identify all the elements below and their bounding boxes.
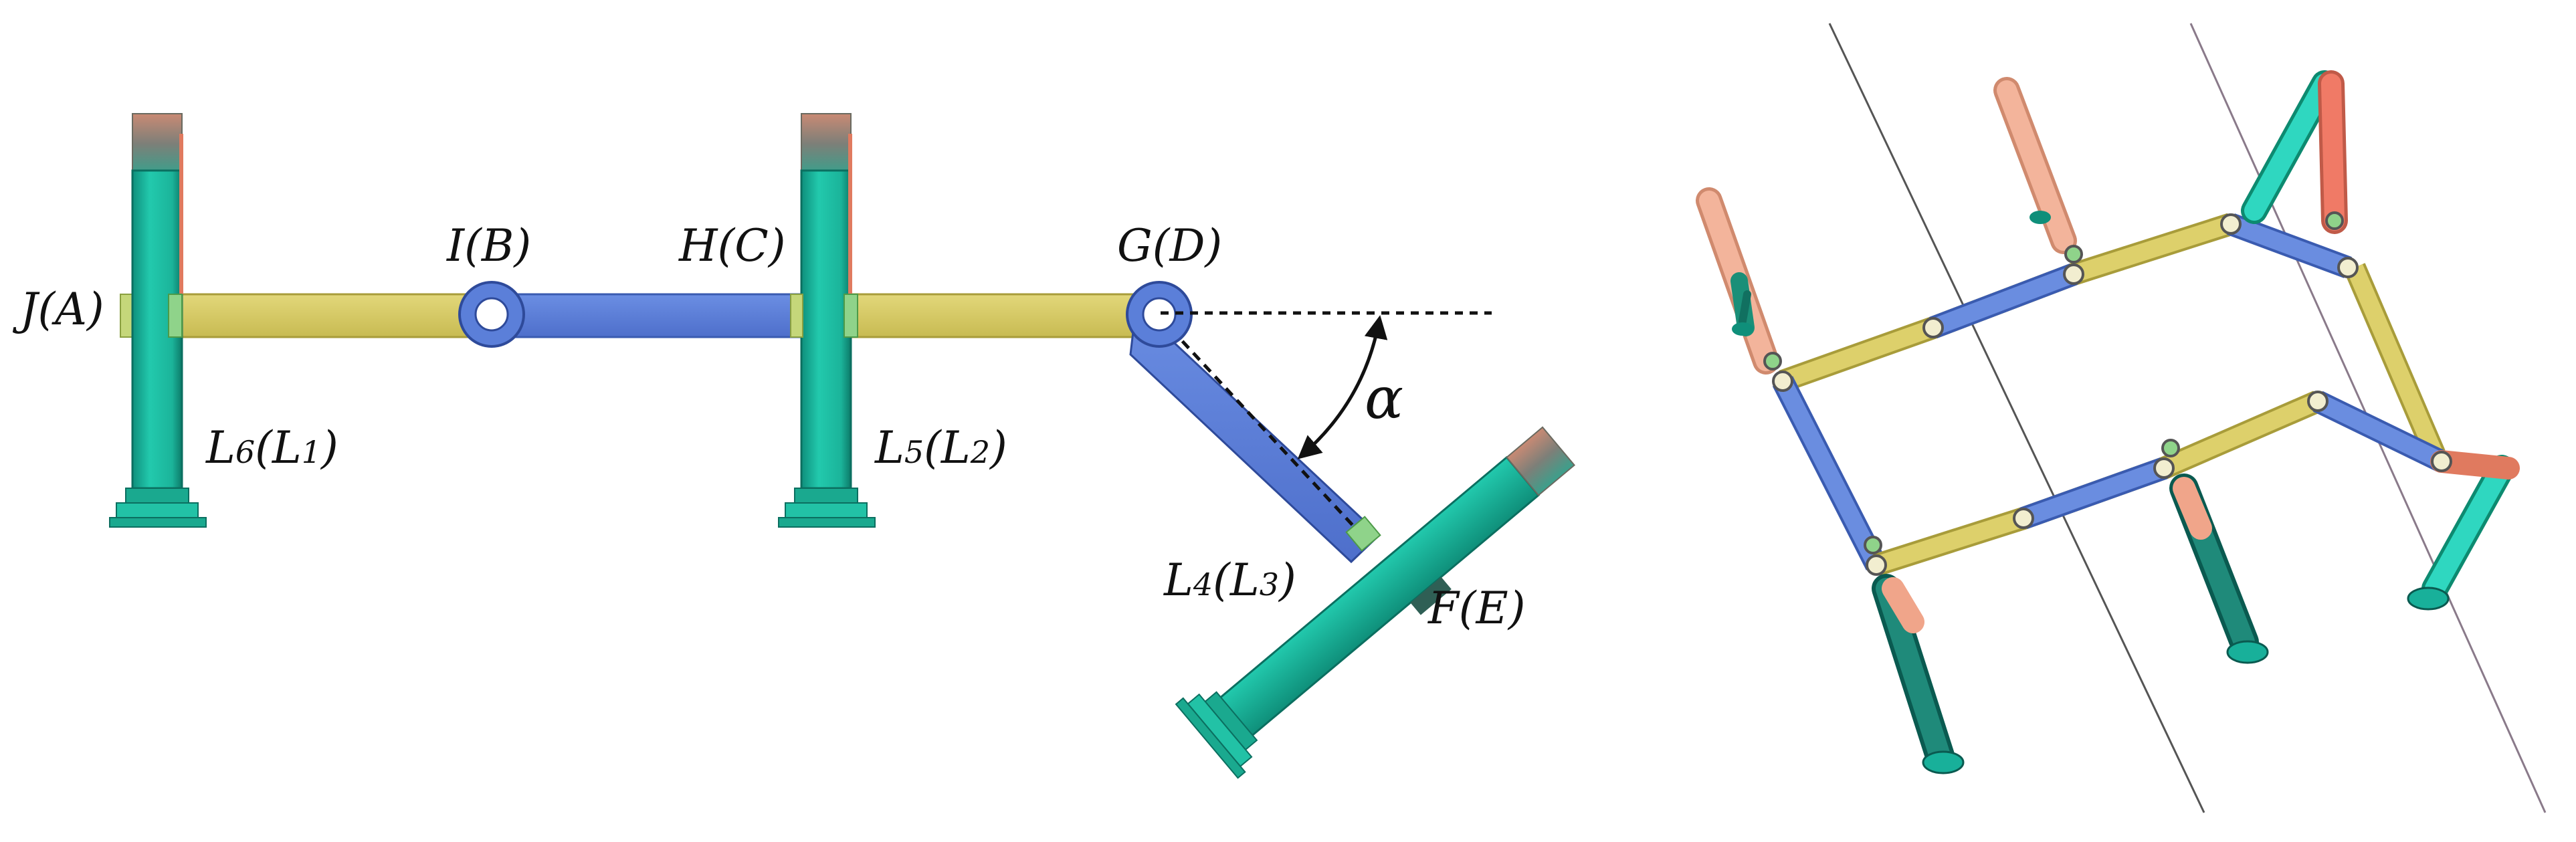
- link-B-C: [480, 293, 804, 338]
- label-A: J(A): [12, 284, 104, 335]
- link-A-B: [132, 293, 483, 338]
- link-C-D: [821, 293, 1145, 338]
- joint-B: [458, 281, 525, 348]
- leg-L6-L1: [109, 113, 207, 528]
- iso-legs: [1696, 70, 2520, 774]
- iso-joints: [1763, 211, 2452, 576]
- upper-frame: [1779, 213, 2446, 459]
- leg-L4-L3: [1175, 426, 1576, 779]
- label-E: F(E): [1427, 583, 1525, 634]
- joint-E-block: [1345, 516, 1381, 552]
- angle-arc: [1297, 315, 1388, 459]
- label-leg1: L6(L1): [205, 422, 338, 473]
- lower-frame: [1772, 376, 2447, 576]
- isometric-view: [1696, 23, 2547, 813]
- label-leg3: L4(L3): [1163, 554, 1296, 606]
- joint-D: [1126, 281, 1193, 348]
- label-alpha: α: [1365, 365, 1403, 432]
- label-B: I(B): [446, 220, 531, 272]
- leg-L5-L2: [778, 113, 876, 528]
- label-leg2: L5(L2): [874, 422, 1007, 473]
- front-view: J(A) I(B) H(C) G(D) F(E) α L6(L1) L5(L2)…: [12, 113, 1576, 779]
- label-D: G(D): [1117, 220, 1222, 272]
- guide-line-1: [1828, 23, 2205, 813]
- label-C: H(C): [678, 220, 786, 272]
